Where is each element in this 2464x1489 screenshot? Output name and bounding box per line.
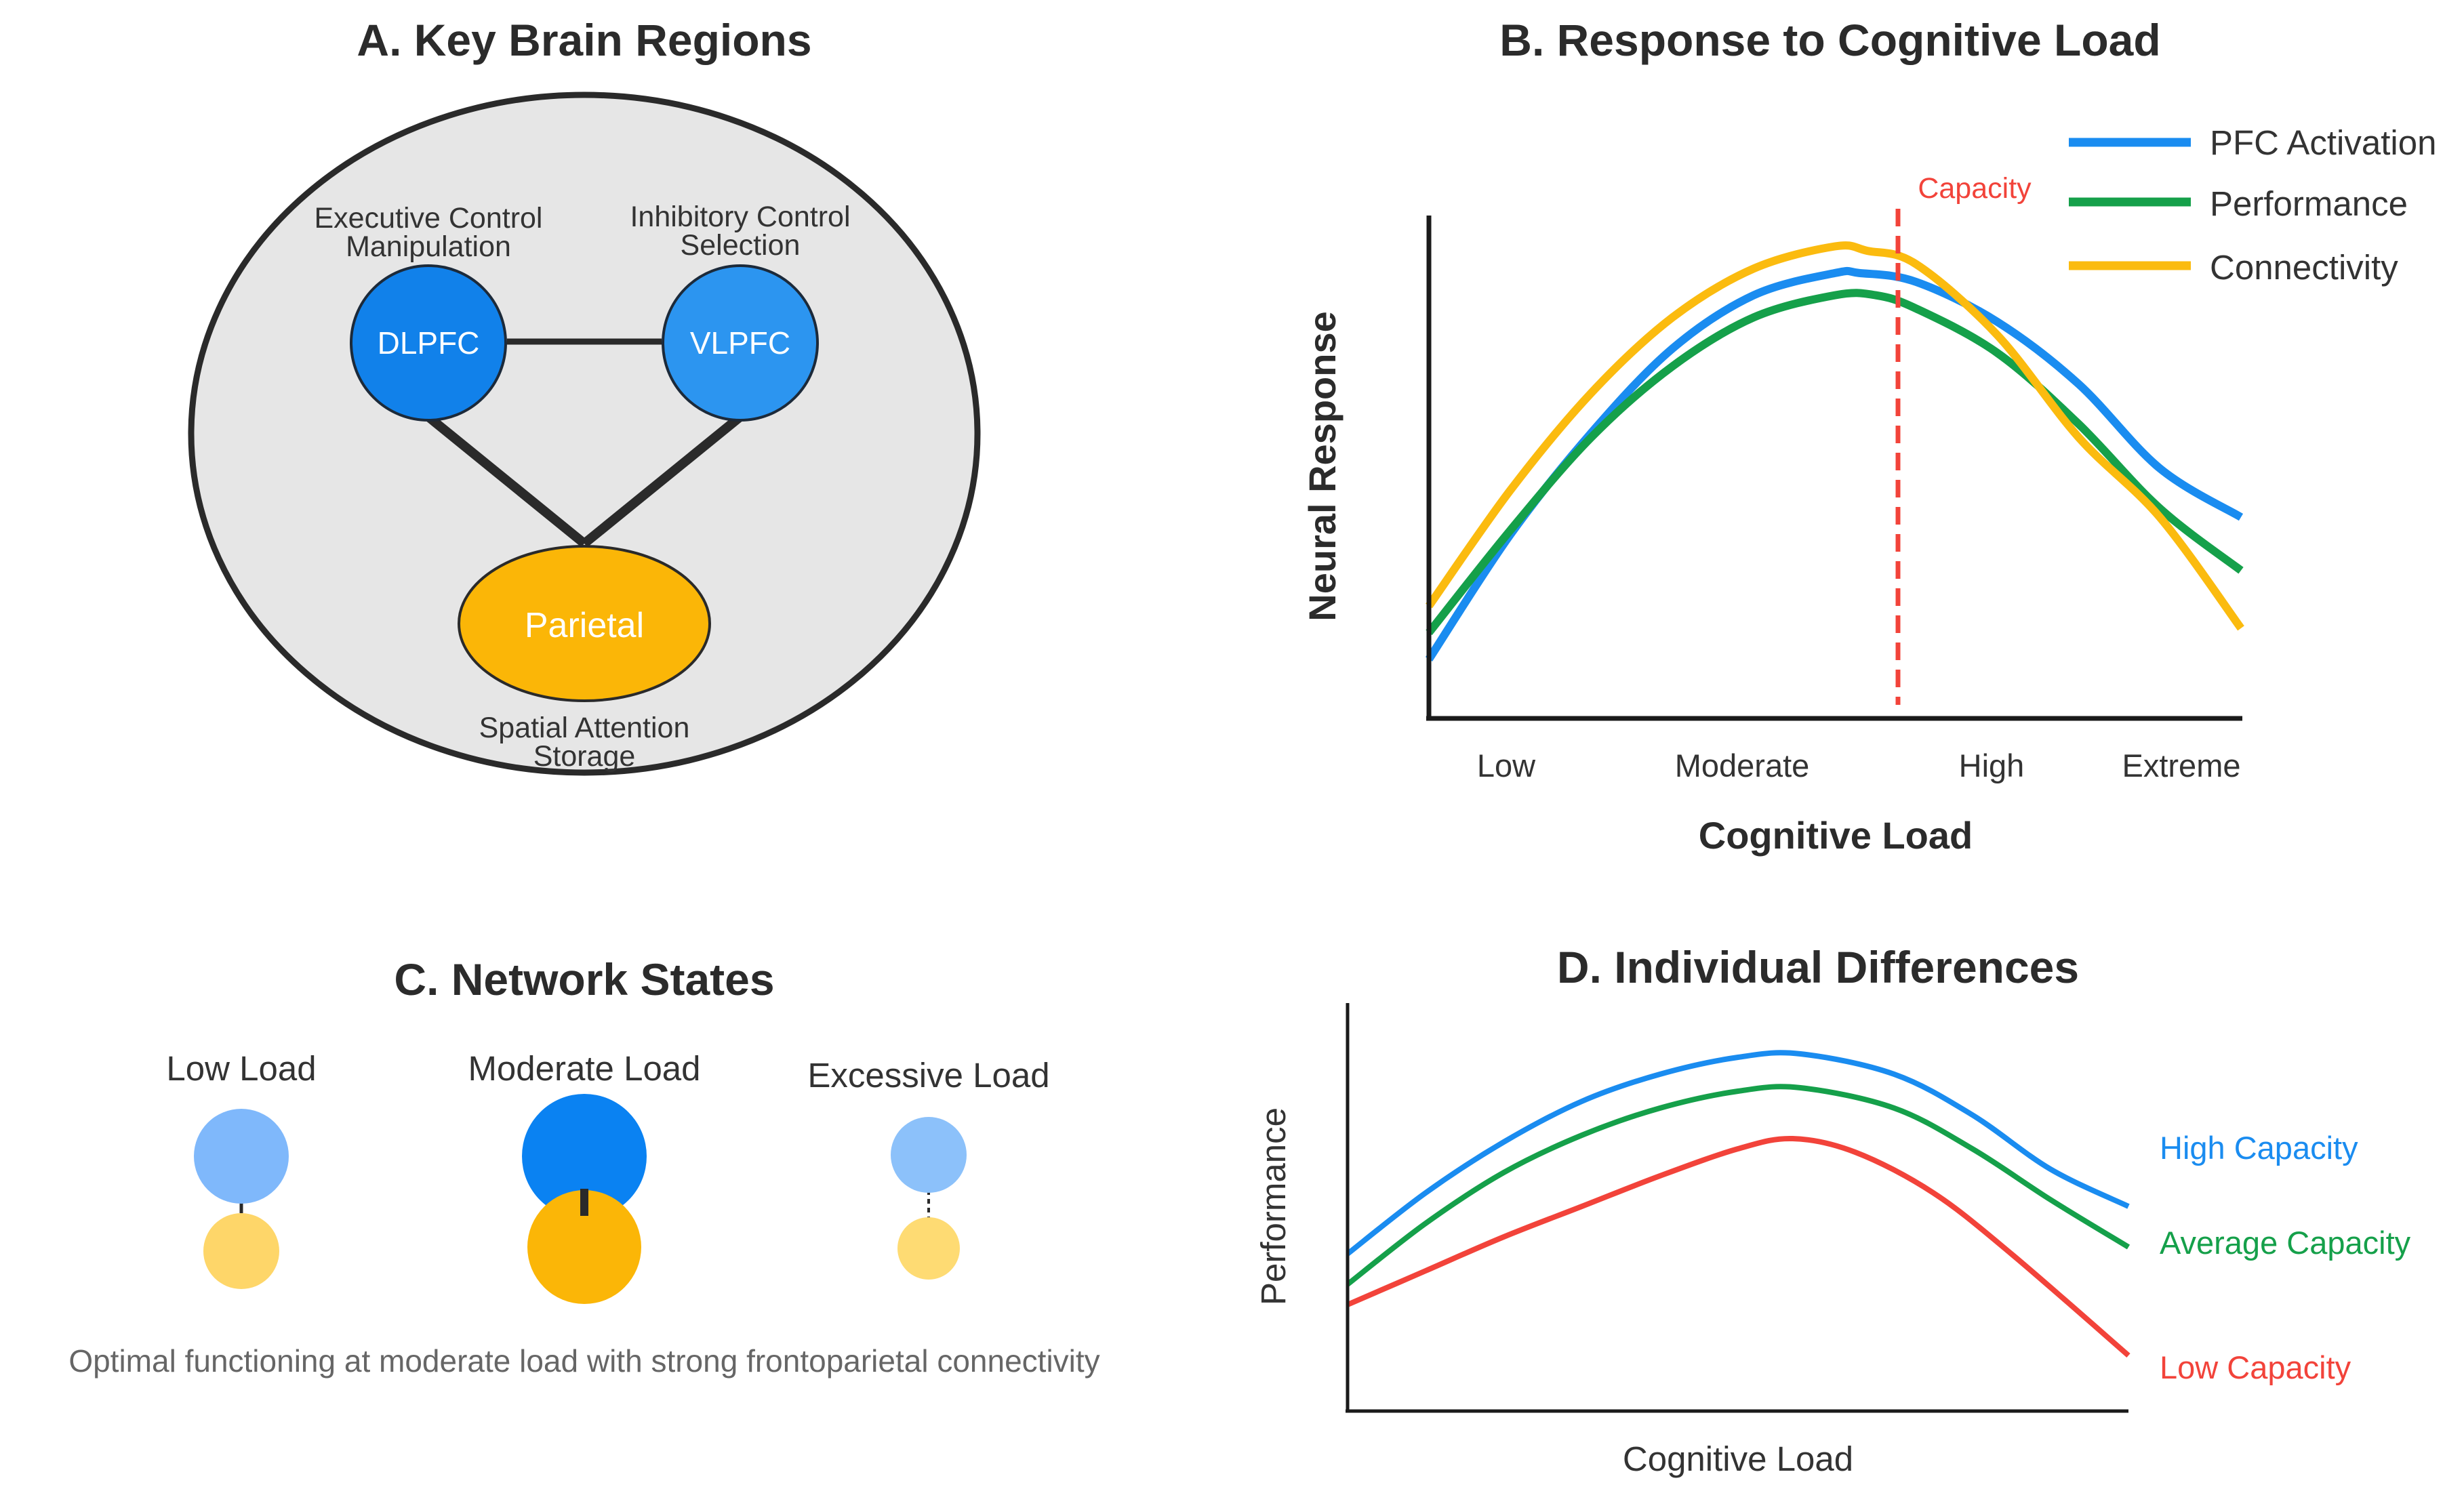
panel-b-x-tick-low: Low bbox=[1477, 748, 1536, 783]
vlpfc-role-line-1: Inhibitory Control bbox=[630, 201, 850, 233]
legend-label-connectivity: Connectivity bbox=[2210, 248, 2398, 287]
panel-b-y-axis-label: Neural Response bbox=[1301, 311, 1344, 621]
low-load-parietal-node bbox=[203, 1213, 279, 1289]
panel-c: C. Network States Low Load Moderate Load… bbox=[68, 954, 1099, 1379]
connection-vlpfc-parietal bbox=[581, 413, 744, 548]
state-label-low-load: Low Load bbox=[166, 1049, 316, 1088]
parietal-role-line-1: Spatial Attention bbox=[479, 712, 690, 744]
panel-d-x-axis-label: Cognitive Load bbox=[1623, 1440, 1853, 1478]
dlpfc-role-line-1: Executive Control bbox=[315, 202, 543, 234]
panel-d-series-low-capacity-line bbox=[1346, 1135, 2130, 1358]
dlpfc-role-line-2: Manipulation bbox=[346, 230, 511, 263]
panel-b-title: B. Response to Cognitive Load bbox=[1499, 15, 2160, 65]
panel-d: D. Individual Differences Cognitive Load… bbox=[1254, 942, 2411, 1478]
excessive-load-frontal-node bbox=[891, 1117, 967, 1193]
panel-b-x-tick-moderate: Moderate bbox=[1675, 748, 1810, 783]
panel-c-caption: Optimal functioning at moderate load wit… bbox=[68, 1343, 1099, 1379]
parietal-role-line-2: Storage bbox=[533, 740, 636, 773]
legend-label-performance: Performance bbox=[2210, 184, 2408, 223]
series-label-low-capacity: Low Capacity bbox=[2160, 1349, 2351, 1385]
parietal-label: Parietal bbox=[525, 606, 644, 645]
network-state-moderate: Moderate Load bbox=[468, 1049, 701, 1304]
panel-b-series-connectivity-line bbox=[1426, 241, 2244, 631]
panel-d-series-average-capacity-line bbox=[1346, 1084, 2130, 1287]
panel-b-series-lines bbox=[1425, 241, 2244, 661]
network-state-low: Low Load bbox=[166, 1049, 317, 1289]
panel-d-series-lines bbox=[1346, 1050, 2130, 1358]
moderate-load-frontal-node bbox=[522, 1094, 647, 1219]
panel-b-x-tick-high: High bbox=[1959, 748, 2025, 783]
dlpfc-label: DLPFC bbox=[378, 325, 480, 361]
parietal-node bbox=[458, 545, 711, 702]
dlpfc-node bbox=[350, 264, 507, 422]
network-state-excessive: Excessive Load bbox=[807, 1056, 1050, 1280]
vlpfc-label: VLPFC bbox=[690, 325, 790, 361]
brain-outline bbox=[188, 91, 981, 776]
panel-b-capacity-label: Capacity bbox=[1918, 172, 2032, 205]
state-label-excessive-load: Excessive Load bbox=[807, 1056, 1049, 1095]
connection-dlpfc-parietal bbox=[425, 413, 588, 548]
series-label-average-capacity: Average Capacity bbox=[2160, 1225, 2411, 1261]
vlpfc-role-line-2: Selection bbox=[681, 229, 801, 262]
series-label-high-capacity: High Capacity bbox=[2160, 1130, 2358, 1166]
panel-b: B. Response to Cognitive Load Capacity L… bbox=[1301, 15, 2436, 857]
panel-b-x-axis-label: Cognitive Load bbox=[1699, 814, 1973, 857]
low-load-frontal-node bbox=[194, 1109, 289, 1204]
excessive-load-parietal-node bbox=[897, 1217, 960, 1280]
vlpfc-node bbox=[662, 264, 819, 422]
panel-b-legend: PFC Activation Performance Connectivity bbox=[2069, 123, 2436, 287]
moderate-load-parietal-node bbox=[527, 1190, 641, 1304]
panel-d-series-high-capacity-line bbox=[1346, 1050, 2130, 1257]
legend-label-pfc-activation: PFC Activation bbox=[2210, 123, 2436, 162]
panel-c-title: C. Network States bbox=[394, 954, 774, 1004]
panel-a: A. Key Brain Regions DLPFC VLPFC Parieta… bbox=[188, 15, 981, 776]
panel-b-series-performance-line bbox=[1426, 289, 2244, 636]
state-label-moderate-load: Moderate Load bbox=[468, 1049, 700, 1088]
panel-a-title: A. Key Brain Regions bbox=[357, 15, 811, 65]
panel-b-x-tick-extreme: Extreme bbox=[2122, 748, 2241, 783]
panel-d-y-axis-label: Performance bbox=[1254, 1107, 1293, 1305]
panel-d-title: D. Individual Differences bbox=[1557, 942, 2079, 992]
